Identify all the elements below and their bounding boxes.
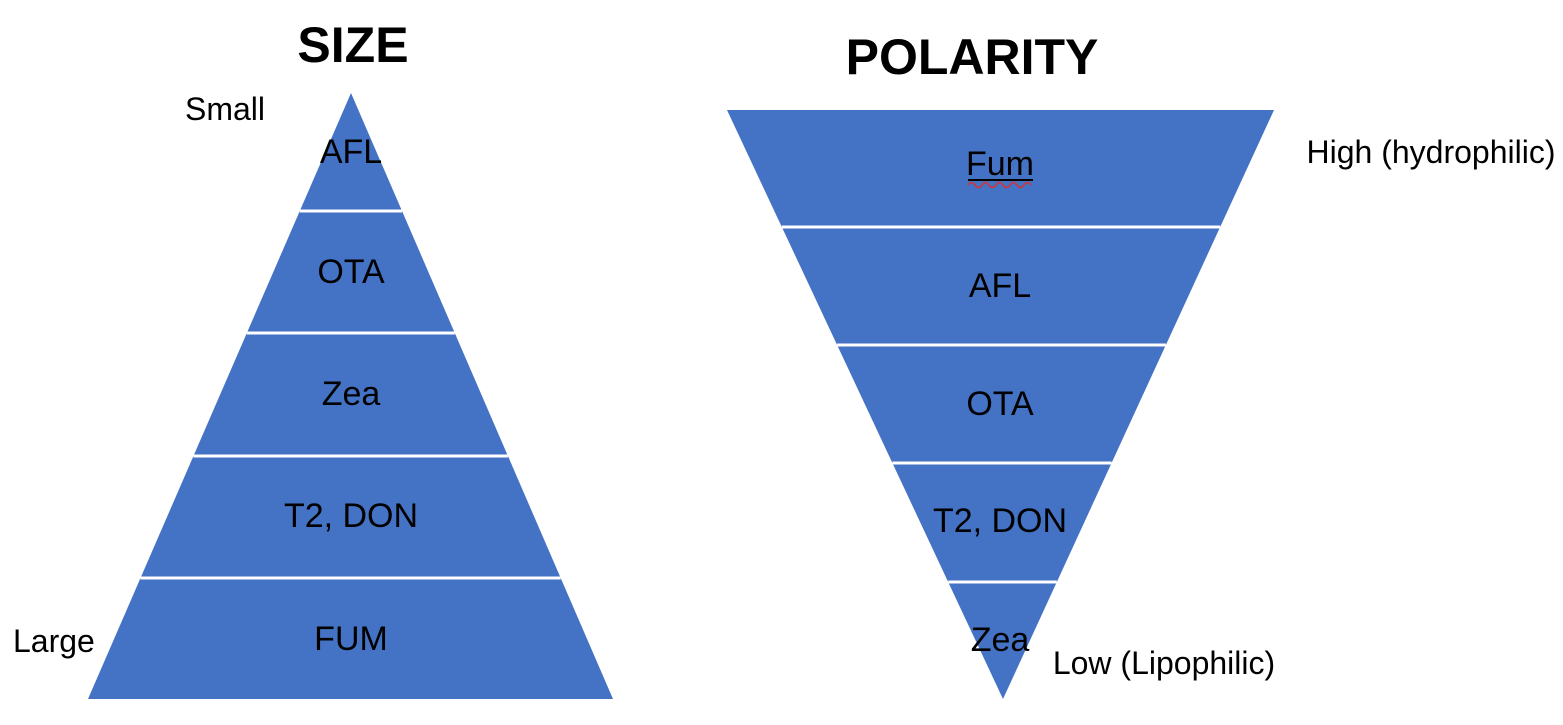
size-tier-label-fum: FUM	[314, 620, 388, 658]
size-pyramid-shape	[88, 93, 613, 699]
size-tier-label-ota: OTA	[317, 253, 385, 291]
polarity-tier-label-fum: Fum	[966, 145, 1034, 183]
size-tier-label-zea: Zea	[322, 375, 381, 413]
polarity-tier-label-ota: OTA	[966, 385, 1034, 423]
polarity-scale-high-label: High (hydrophilic)	[1307, 134, 1556, 170]
polarity-tier-label-afl: AFL	[969, 267, 1031, 305]
size-pyramid-title: SIZE	[297, 17, 408, 73]
polarity-tier-label-zea: Zea	[971, 621, 1030, 659]
polarity-pyramid: POLARITY Fum AFL OTA T2, DON Zea High (h…	[727, 29, 1555, 699]
size-scale-large-label: Large	[13, 623, 95, 659]
polarity-scale-low-label: Low (Lipophilic)	[1053, 645, 1275, 681]
size-scale-small-label: Small	[185, 91, 265, 127]
polarity-pyramid-title: POLARITY	[846, 29, 1099, 85]
polarity-tier-label-t2-don: T2, DON	[933, 502, 1067, 540]
size-pyramid: SIZE AFL OTA Zea T2, DON FUM Small Large	[13, 17, 613, 699]
size-tier-label-afl: AFL	[320, 133, 382, 171]
fum-spellcheck-squiggle-icon	[967, 181, 1032, 189]
polarity-pyramid-shape	[727, 110, 1274, 699]
size-tier-label-t2-don: T2, DON	[284, 497, 418, 535]
